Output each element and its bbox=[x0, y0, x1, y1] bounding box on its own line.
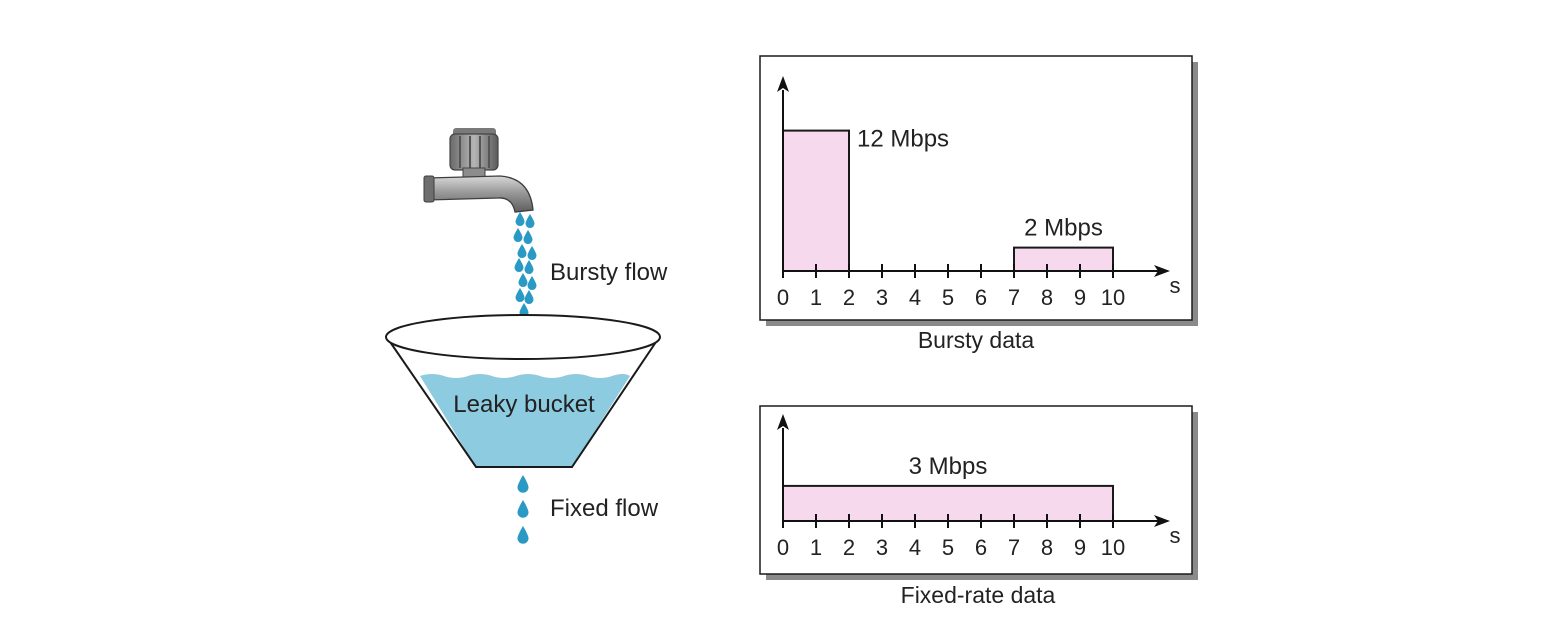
x-tick-label: 5 bbox=[942, 535, 954, 560]
fixed-water-drops bbox=[517, 475, 529, 544]
bucket-label: Leaky bucket bbox=[453, 391, 595, 418]
y-axis-arrow bbox=[777, 414, 789, 430]
x-unit-label: s bbox=[1170, 273, 1181, 298]
water-drop-icon bbox=[514, 258, 524, 273]
chart-bar bbox=[782, 129, 850, 272]
x-axis-arrow bbox=[1154, 265, 1170, 277]
water-drop-icon bbox=[517, 475, 529, 493]
bursty-flow-label: Bursty flow bbox=[550, 259, 668, 286]
x-tick-label: 2 bbox=[843, 285, 855, 310]
fixed-flow-label: Fixed flow bbox=[550, 495, 659, 522]
x-tick-label: 2 bbox=[843, 535, 855, 560]
chart-bar bbox=[1013, 246, 1114, 273]
x-tick-label: 0 bbox=[777, 535, 789, 560]
water-drop-icon bbox=[517, 500, 529, 518]
bar-value-label: 12 Mbps bbox=[857, 126, 949, 153]
water-drop-icon bbox=[513, 228, 523, 243]
x-tick-label: 9 bbox=[1074, 285, 1086, 310]
water-drop-icon bbox=[527, 276, 537, 291]
water-drop-icon bbox=[524, 290, 534, 305]
x-tick-label: 6 bbox=[975, 285, 987, 310]
faucet-icon bbox=[423, 128, 534, 213]
x-tick-label: 8 bbox=[1041, 285, 1053, 310]
water-drop-icon bbox=[515, 212, 525, 227]
water-drop-icon bbox=[519, 303, 529, 318]
x-tick-label: 7 bbox=[1008, 535, 1020, 560]
x-tick-label: 0 bbox=[777, 285, 789, 310]
x-tick-label: 4 bbox=[909, 285, 921, 310]
water-drop-icon bbox=[523, 230, 533, 245]
x-tick-label: 4 bbox=[909, 535, 921, 560]
water-drop-icon bbox=[515, 288, 525, 303]
x-tick-label: 1 bbox=[810, 535, 822, 560]
x-tick-label: 7 bbox=[1008, 285, 1020, 310]
bar-value-label: 2 Mbps bbox=[1024, 215, 1103, 242]
water-drop-icon bbox=[525, 214, 535, 229]
x-tick-label: 10 bbox=[1101, 285, 1125, 310]
x-tick-label: 6 bbox=[975, 535, 987, 560]
water-drop-icon bbox=[518, 273, 528, 288]
water-drop-icon bbox=[524, 260, 534, 275]
x-tick-label: 10 bbox=[1101, 535, 1125, 560]
x-tick-label: 3 bbox=[876, 535, 888, 560]
x-tick-label: 9 bbox=[1074, 535, 1086, 560]
bar-value-label: 3 Mbps bbox=[909, 453, 988, 480]
water-drop-icon bbox=[517, 244, 527, 259]
x-tick-label: 1 bbox=[810, 285, 822, 310]
y-axis-arrow bbox=[777, 76, 789, 92]
water-drop-icon bbox=[527, 246, 537, 261]
fixed-rate-data-caption: Fixed-rate data bbox=[901, 582, 1056, 608]
water-drop-icon bbox=[517, 526, 529, 544]
x-tick-label: 8 bbox=[1041, 535, 1053, 560]
x-tick-label: 5 bbox=[942, 285, 954, 310]
bursty-data-caption: Bursty data bbox=[918, 327, 1035, 353]
x-axis-arrow bbox=[1154, 515, 1170, 527]
bucket-icon bbox=[385, 314, 661, 468]
x-tick-label: 3 bbox=[876, 285, 888, 310]
x-unit-label: s bbox=[1170, 523, 1181, 548]
